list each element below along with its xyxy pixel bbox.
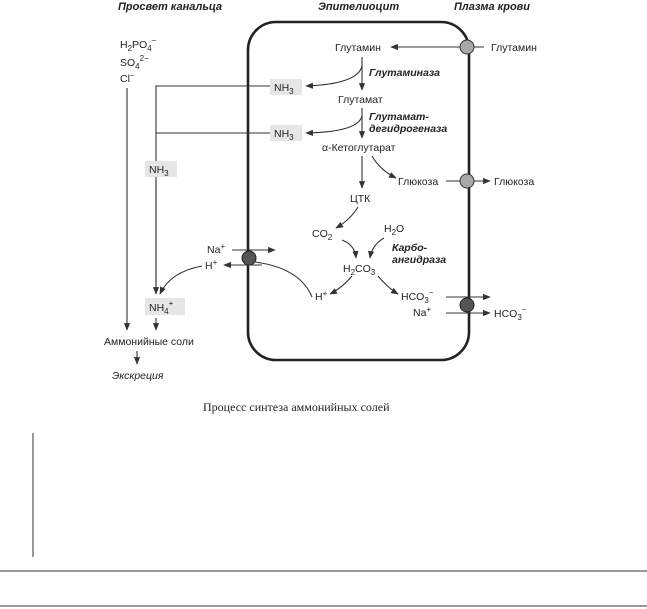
cell-glutamate: Глутамат (338, 94, 383, 106)
enzyme-gdh-line2: дегидрогеназа (369, 123, 447, 135)
cell-akg: α-Кетоглутарат (322, 142, 396, 154)
enzyme-glutaminase: Глутаминаза (369, 67, 440, 79)
nh3-label-1: NH3 (274, 82, 294, 96)
cell-na-ion: Na+ (413, 305, 431, 319)
cell-glutamine: Глутамин (335, 42, 381, 54)
lumen-nh4: NH4+ (149, 299, 174, 316)
lumen-nh3-box (145, 161, 177, 177)
cell-glucose: Глюкоза (398, 176, 438, 188)
ammonium-salts: Аммонийные соли (104, 336, 194, 348)
lumen-na-ion: Na+ (207, 242, 225, 256)
lumen-nh4-box (145, 298, 185, 315)
cell-co2: CO2 (312, 228, 333, 242)
glucose-carrier (459, 173, 475, 189)
nh3-release-arrow-1 (305, 65, 363, 89)
glutamine-carrier (459, 39, 475, 55)
cell-h2co3: H2CO3 (343, 263, 376, 277)
header-plasma: Плазма крови (454, 1, 530, 13)
header-lumen: Просвет канальца (118, 1, 222, 13)
hco3-na-carrier (459, 297, 475, 313)
figure-caption: Процесс синтеза аммонийных солей (203, 400, 390, 414)
enzyme-ca-line2: ангидраза (392, 254, 446, 266)
tca-to-co2-arrow (335, 206, 359, 229)
epithelial-cell-membrane (246, 20, 471, 362)
enzyme-ca-line1: Карбо- (392, 242, 428, 254)
nh3-label-2: NH3 (274, 128, 294, 142)
plasma-hco3: HCO3− (494, 305, 527, 322)
ion-so4: SO42− (120, 54, 149, 71)
h2co3-to-h-arrow (329, 275, 353, 295)
excretion-label: Экскреция (112, 370, 164, 382)
cell-hco3: HCO3− (401, 288, 434, 305)
nh3-box-2 (270, 125, 302, 141)
h2co3-to-hco3-arrow (377, 275, 399, 295)
akg-to-glucose-arrow (371, 155, 397, 179)
lumen-h-ion: H+ (205, 258, 218, 272)
nh3-release-arrow-2 (305, 115, 363, 136)
lumen-nh3: NH3 (149, 164, 169, 178)
plasma-glutamine: Глутамин (491, 42, 537, 54)
h-to-antiporter-line (254, 261, 313, 298)
h-to-nh4-arrow (159, 265, 203, 295)
cell-tca: ЦТК (350, 193, 371, 205)
ion-cl: Cl− (120, 71, 135, 85)
header-cell: Эпителиоцит (318, 1, 399, 13)
co2-to-h2co3-arrow (341, 239, 359, 259)
nh3-box-1 (270, 79, 302, 95)
h2o-to-h2co3-arrow (368, 237, 385, 259)
plasma-glucose: Глюкоза (494, 176, 534, 188)
ion-h2po4: H2PO4− (120, 36, 157, 53)
na-h-antiporter (241, 250, 257, 266)
enzyme-gdh-line1: Глутамат- (369, 111, 429, 123)
cell-h2o: H2O (384, 223, 404, 237)
cell-h-ion: H+ (315, 289, 328, 303)
